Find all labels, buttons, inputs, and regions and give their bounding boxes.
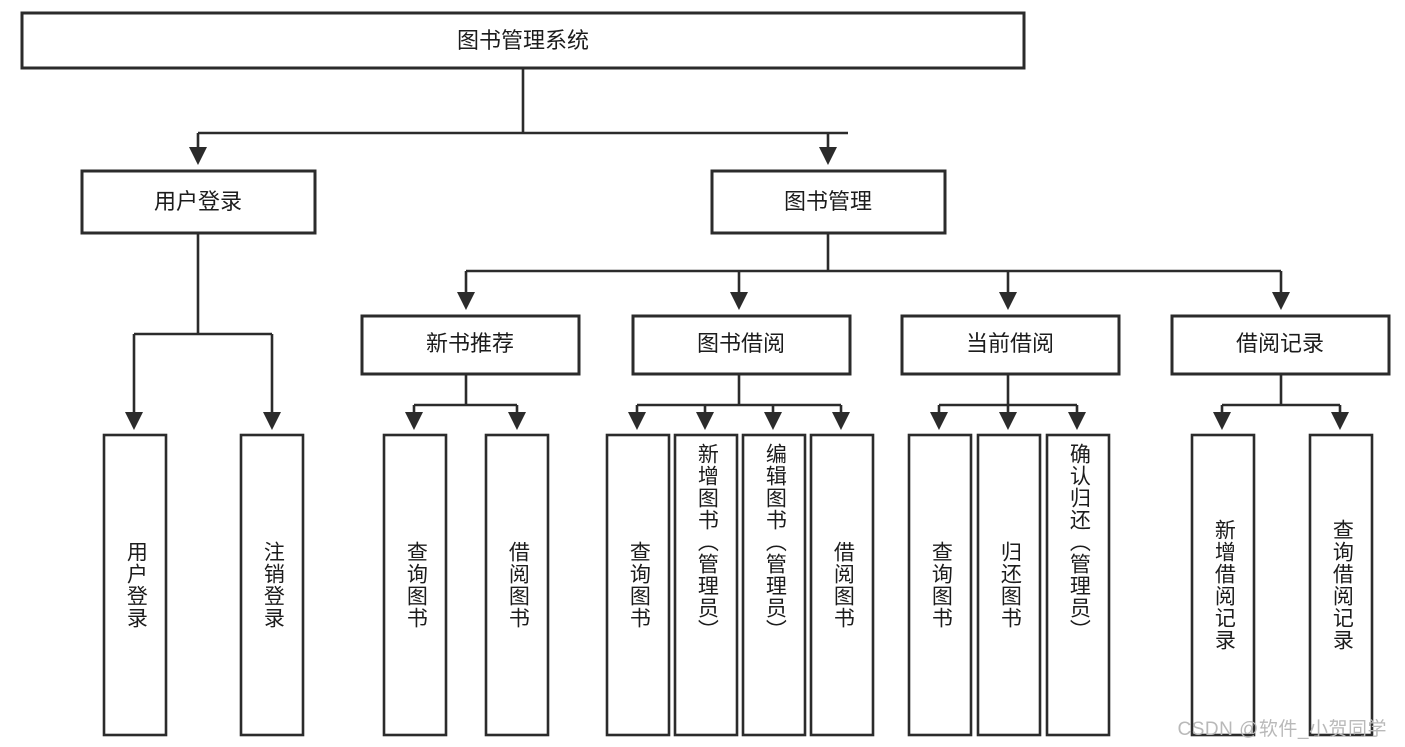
node-current-borrow[interactable]: 当前借阅 [900,314,1121,376]
node-book-management-label: 图书管理 [784,189,872,214]
leaf-box-query-book-1[interactable] [382,433,448,737]
leaf-box-user-login[interactable] [102,433,168,737]
node-user-login[interactable]: 用户登录 [80,169,317,235]
node-new-book-recommend-label: 新书推荐 [426,331,514,356]
leaf-box-confirm-return[interactable] [1045,433,1111,737]
node-root-system-label: 图书管理系统 [457,28,589,53]
node-user-login-label: 用户登录 [154,189,242,214]
node-root-system[interactable]: 图书管理系统 [20,11,1026,70]
connector-book-borrow-to-leaves [627,374,851,431]
connector-current-borrow-to-leaves [929,374,1087,431]
connector-borrow-record-to-leaves [1212,374,1350,431]
leaf-box-borrow-book-2[interactable] [809,433,875,737]
node-new-book-recommend[interactable]: 新书推荐 [360,314,581,376]
node-borrow-record[interactable]: 借阅记录 [1170,314,1391,376]
leaf-box-query-book-3[interactable] [907,433,973,737]
leaf-box-logout-login[interactable] [239,433,305,737]
leaf-box-add-book[interactable] [673,433,739,737]
leaf-box-add-record[interactable] [1190,433,1256,737]
connector-book-management-to-level3 [456,233,1291,311]
leaf-box-borrow-book-1[interactable] [484,433,550,737]
leaf-box-return-book[interactable] [976,433,1042,737]
leaf-box-query-record[interactable] [1308,433,1374,737]
connector-new-book-recommend-to-leaves [404,374,527,431]
connector-root-to-level2 [188,68,848,166]
node-borrow-record-label: 借阅记录 [1236,331,1324,356]
leaf-box-edit-book[interactable] [741,433,807,737]
connector-user-login-to-leaves [124,233,282,431]
node-book-borrow-label: 图书借阅 [697,331,785,356]
node-book-borrow[interactable]: 图书借阅 [631,314,852,376]
node-current-borrow-label: 当前借阅 [966,331,1054,356]
leaf-box-query-book-2[interactable] [605,433,671,737]
node-book-management[interactable]: 图书管理 [710,169,947,235]
csdn-watermark: CSDN @软件_小贺同学 [1177,719,1387,740]
